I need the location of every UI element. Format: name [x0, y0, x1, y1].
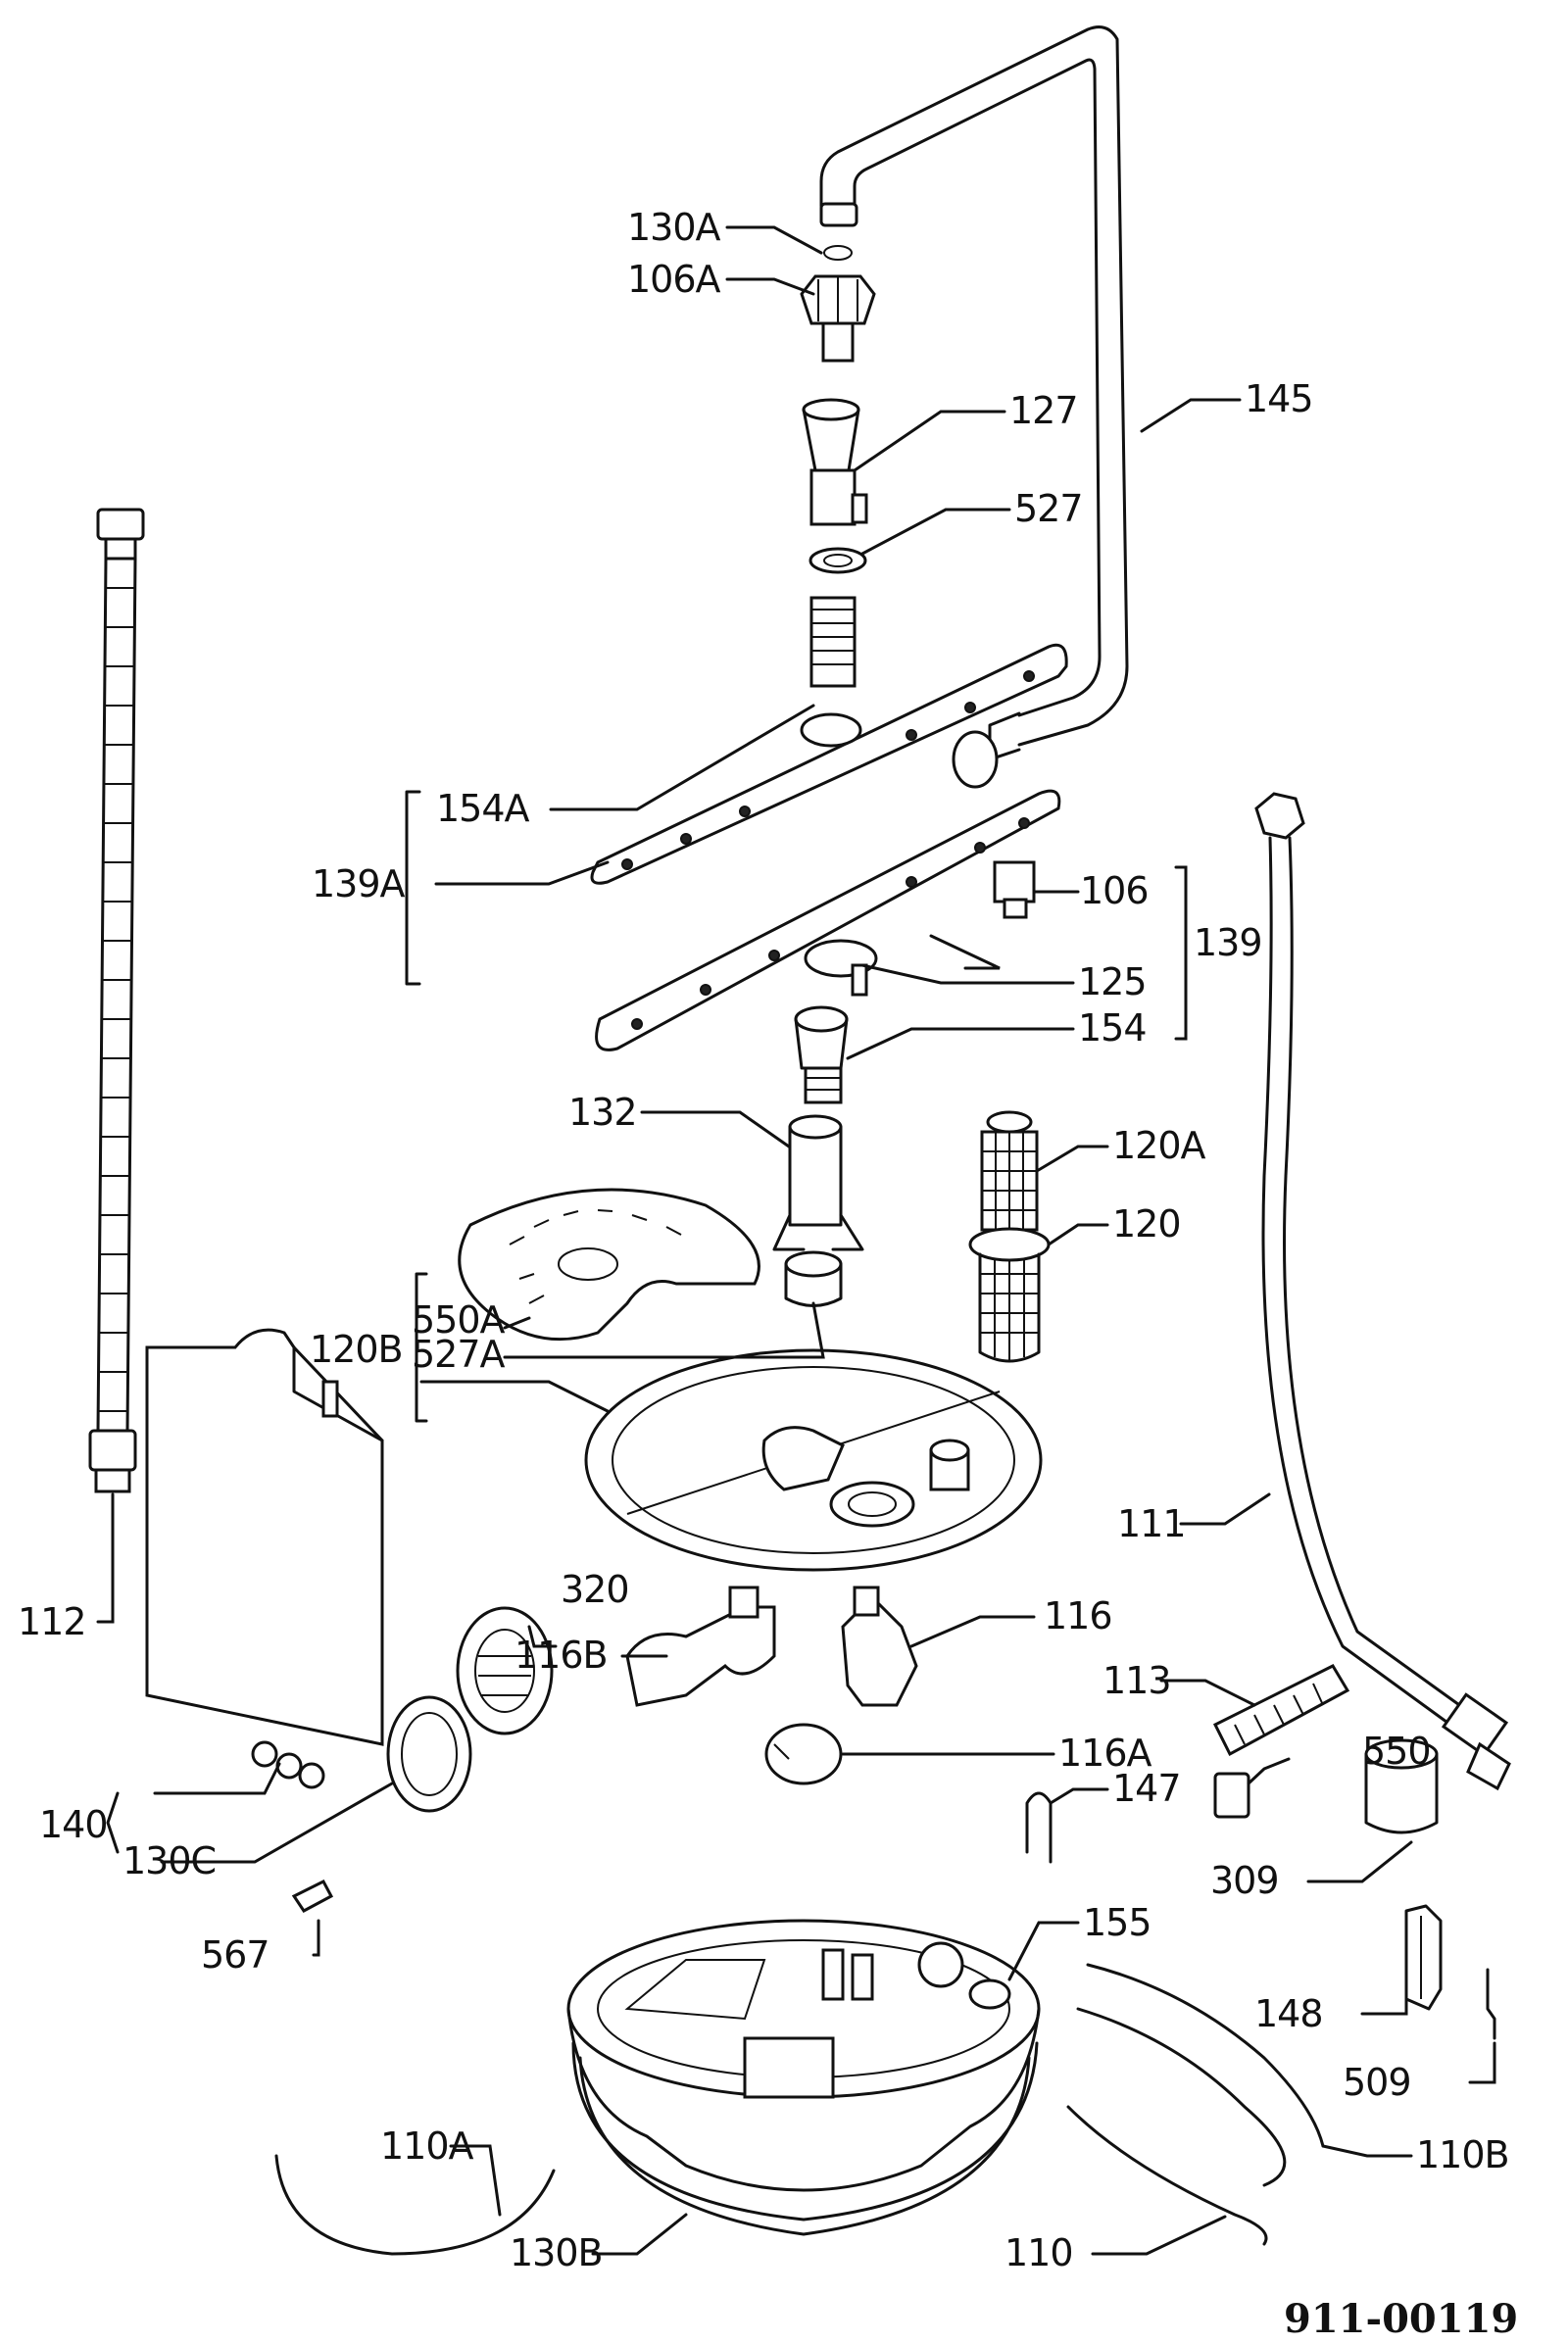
- o-ring-130A: [823, 245, 853, 261]
- filter-120A: [980, 1110, 1039, 1232]
- tube-132: [772, 1114, 864, 1251]
- label-567: 567: [201, 1933, 270, 1977]
- sump-155: [566, 1919, 1041, 2192]
- bracket-147: [1025, 1791, 1053, 1864]
- drawing-number: 911-00119: [1284, 2296, 1518, 2342]
- label-320: 320: [561, 1568, 629, 1611]
- hose-110: [1076, 2007, 1287, 2187]
- clip-567: [291, 1880, 334, 1913]
- label-140: 140: [39, 1803, 108, 1846]
- fitting-154: [794, 1005, 849, 1104]
- ring-130C: [386, 1695, 472, 1813]
- valve-116: [841, 1586, 918, 1707]
- label-527A: 527A: [412, 1333, 506, 1376]
- softener-140: [145, 1328, 384, 1789]
- label-110: 110: [1004, 2231, 1073, 2274]
- inlet-hose-112: [88, 508, 145, 1493]
- label-111: 111: [1117, 1502, 1186, 1545]
- bushing-127: [802, 398, 868, 526]
- label-309: 309: [1210, 1859, 1279, 1902]
- hose-110A: [274, 2154, 556, 2256]
- label-550: 550: [1362, 1730, 1431, 1773]
- ring-125: [804, 939, 878, 997]
- bracket-148: [1404, 1904, 1443, 2011]
- clip-106: [993, 860, 1036, 919]
- fitting-116B: [625, 1586, 776, 1707]
- label-127: 127: [1009, 389, 1078, 432]
- label-155: 155: [1083, 1901, 1152, 1944]
- label-106: 106: [1080, 869, 1149, 912]
- hose-110B: [1086, 1963, 1325, 2148]
- label-132: 132: [568, 1091, 637, 1134]
- label-509: 509: [1343, 2061, 1411, 2104]
- label-145: 145: [1245, 377, 1313, 420]
- label-113: 113: [1102, 1659, 1171, 1702]
- label-130A: 130A: [627, 206, 721, 249]
- supply-pipe-145: [819, 25, 1129, 789]
- label-120B: 120B: [310, 1328, 403, 1371]
- nut-527A: [784, 1250, 843, 1307]
- upper-spray-arm-154A: [590, 596, 1068, 885]
- lower-spray-arm-139: [595, 789, 1061, 1051]
- label-116B: 116B: [514, 1634, 608, 1677]
- leader-lines: [96, 225, 1496, 2256]
- label-154: 154: [1078, 1006, 1147, 1050]
- cap-116A: [764, 1723, 843, 1785]
- block-550: [1213, 1772, 1250, 1819]
- label-116A: 116A: [1058, 1732, 1152, 1775]
- hose-110-lower: [1066, 2105, 1268, 2246]
- plate-550A: [458, 1188, 760, 1342]
- label-116: 116: [1044, 1594, 1112, 1637]
- label-130B: 130B: [510, 2231, 603, 2274]
- label-110A: 110A: [380, 2124, 474, 2168]
- cap-320: [456, 1606, 554, 1735]
- label-106A: 106A: [627, 258, 721, 301]
- label-527: 527: [1014, 487, 1083, 530]
- label-110B: 110B: [1416, 2133, 1509, 2176]
- cap-309: [1364, 1738, 1439, 1834]
- label-120: 120: [1112, 1202, 1181, 1245]
- label-154A: 154A: [436, 787, 530, 830]
- label-148: 148: [1254, 1992, 1323, 2035]
- label-130C: 130C: [122, 1839, 216, 1882]
- ring-130B: [571, 2041, 1039, 2236]
- washer-527: [808, 547, 867, 574]
- strainer-113: [1212, 1664, 1350, 1757]
- label-112: 112: [18, 1600, 86, 1643]
- nut-106A: [800, 274, 876, 363]
- filter-plate-120B: [584, 1348, 1043, 1572]
- drain-hose-111: [1254, 792, 1511, 1791]
- pin-509: [1486, 1968, 1496, 2040]
- label-147: 147: [1112, 1767, 1181, 1810]
- filter-120: [968, 1227, 1051, 1363]
- label-139: 139: [1194, 921, 1262, 964]
- part-labels: 130A 106A 127 145 527 154A 139A 106 139 …: [18, 206, 1518, 2342]
- label-125: 125: [1078, 960, 1147, 1003]
- label-120A: 120A: [1112, 1124, 1206, 1167]
- label-139A: 139A: [312, 862, 406, 905]
- label-550A: 550A: [412, 1298, 506, 1342]
